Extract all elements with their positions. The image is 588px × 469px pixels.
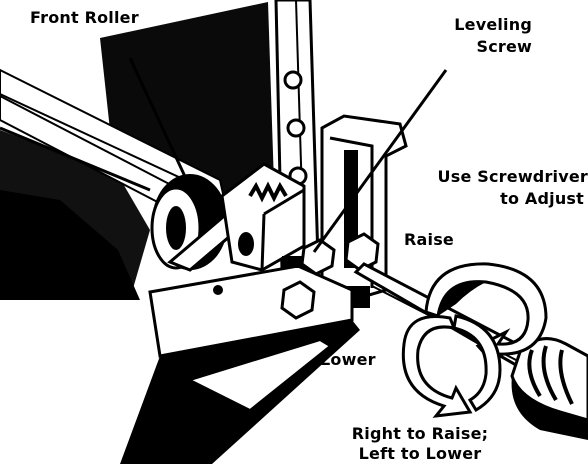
leveling-block-hole	[238, 232, 254, 256]
spring	[248, 181, 288, 203]
label-right-to-raise-line1: Right to Raise;	[351, 424, 489, 443]
label-leveling-screw-line1: Leveling	[454, 15, 532, 34]
front-roller-leader	[128, 57, 196, 197]
left-frame-shadow	[0, 190, 140, 300]
label-front-roller: Front Roller	[30, 8, 139, 27]
leveling-screw-nut	[300, 238, 336, 276]
label-use-screwdriver-line1: Use Screwdriver	[437, 167, 588, 186]
bolt-lower	[280, 280, 316, 320]
front-roller-hub	[166, 206, 186, 250]
post-bolt-1	[283, 70, 303, 90]
bolt-right	[344, 232, 380, 272]
rail-hole	[213, 285, 223, 295]
label-raise: Raise	[404, 230, 454, 249]
screwdriver-handle-ribs	[527, 345, 574, 405]
raise-arrow-shade	[438, 281, 486, 316]
label-use-screwdriver-line2: to Adjust	[500, 189, 584, 208]
front-rail-highlight	[187, 338, 332, 412]
label-lower: Lower	[320, 350, 376, 369]
leveling-block-edge-2	[260, 213, 266, 271]
label-leveling-screw-line2: Screw	[476, 37, 532, 56]
lower-arrow-tail	[452, 314, 502, 413]
label-right-to-raise-line2: Left to Lower	[358, 444, 482, 463]
lower-arrow	[401, 315, 473, 418]
leveling-screw-leader	[312, 69, 448, 253]
screwdriver-handle-dark	[511, 376, 588, 440]
rail-edge	[0, 126, 151, 192]
post-bolt-2	[286, 118, 306, 138]
leveling-block-edge	[263, 188, 305, 216]
